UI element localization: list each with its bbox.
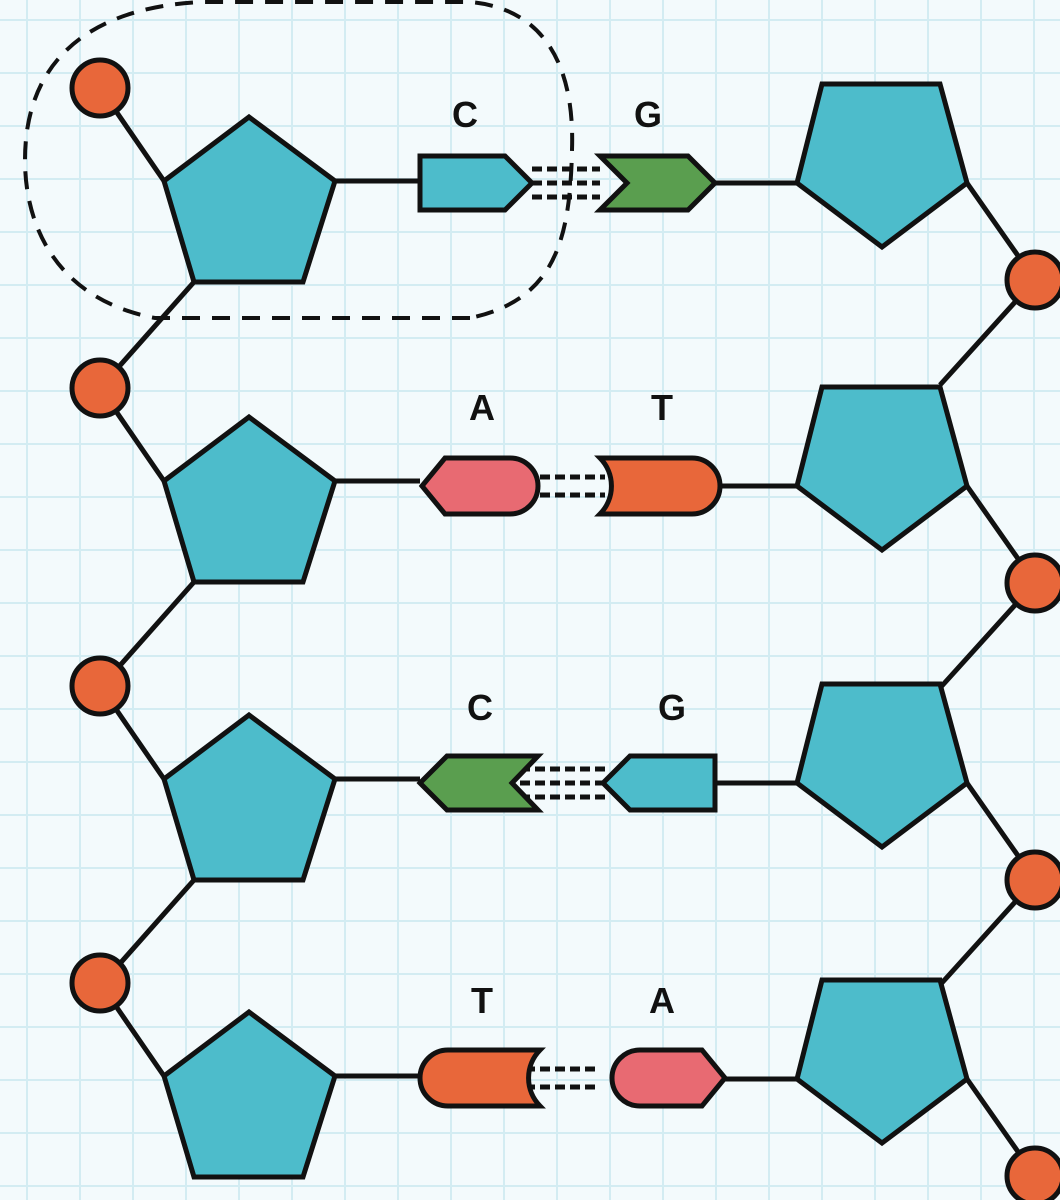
adenine-base [418,455,541,517]
nucleotide-highlight-outline [22,0,575,320]
phosphate [69,57,131,119]
phosphate [1004,249,1060,311]
cytosine-base [599,753,718,813]
base-label-row1-right: G [634,94,662,135]
deoxyribose-sugar [161,711,338,883]
backbone [69,57,1060,1200]
base-label-row1-left: C [452,94,478,135]
thymine-base [594,455,723,517]
base-label-row4-left: T [471,980,493,1021]
deoxyribose-sugar [161,1008,338,1180]
phosphate [1004,552,1060,614]
phosphate [1004,1145,1060,1200]
phosphate [1004,849,1060,911]
cytosine-base [417,153,536,213]
phosphate [69,357,131,419]
deoxyribose-sugar [161,113,338,285]
phosphate [69,952,131,1014]
bases [416,153,729,1109]
guanine-base [593,153,719,213]
base-label-row2-left: A [469,387,495,428]
thymine-base [417,1047,546,1109]
phosphate [69,655,131,717]
guanine-base [416,753,544,813]
base-label-row2-right: T [651,387,673,428]
deoxyribose-sugar [794,384,970,554]
base-labels: C G A T C G T A [452,94,686,1021]
deoxyribose-sugar [794,81,970,251]
deoxyribose-sugar [794,977,970,1147]
base-label-row4-right: A [649,980,675,1021]
base-label-row3-left: C [467,687,493,728]
deoxyribose-sugar [794,681,970,851]
adenine-base [609,1047,729,1109]
deoxyribose-sugar [161,413,338,585]
base-label-row3-right: G [658,687,686,728]
